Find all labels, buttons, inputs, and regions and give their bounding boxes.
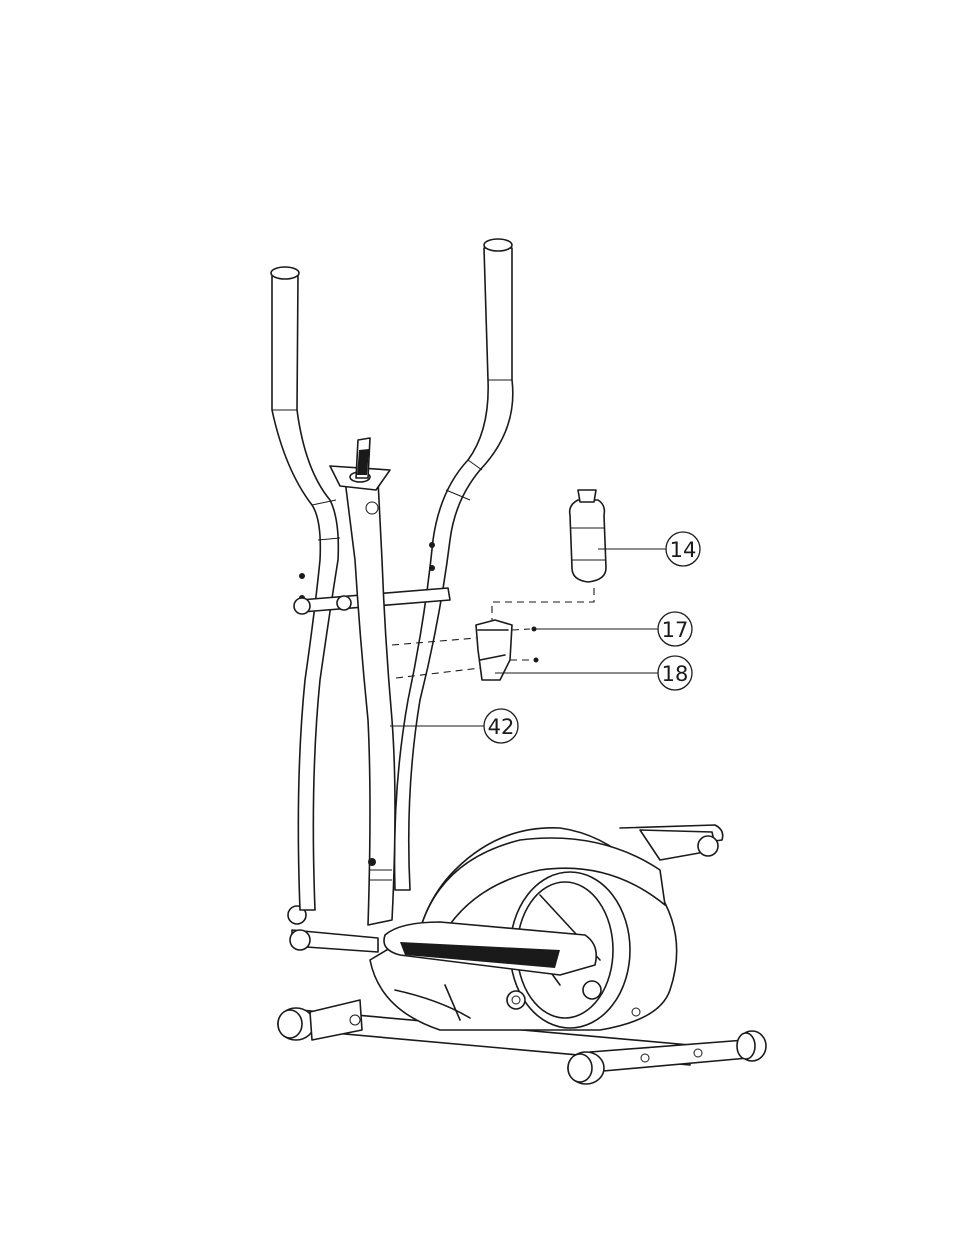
left-handlebar — [271, 267, 340, 910]
pedal-bar — [288, 906, 378, 952]
callout-17: 17 — [658, 612, 692, 646]
callout-18-label: 18 — [662, 662, 689, 686]
water-bottle — [570, 490, 606, 582]
callout-42-label: 42 — [488, 715, 515, 739]
upright-post — [330, 438, 395, 925]
callout-14-label: 14 — [670, 538, 697, 562]
callout-18: 18 — [658, 656, 692, 690]
callout-17-label: 17 — [662, 618, 689, 642]
right-handlebar — [395, 239, 513, 890]
callout-14: 14 — [666, 532, 700, 566]
callout-42: 42 — [484, 709, 518, 743]
